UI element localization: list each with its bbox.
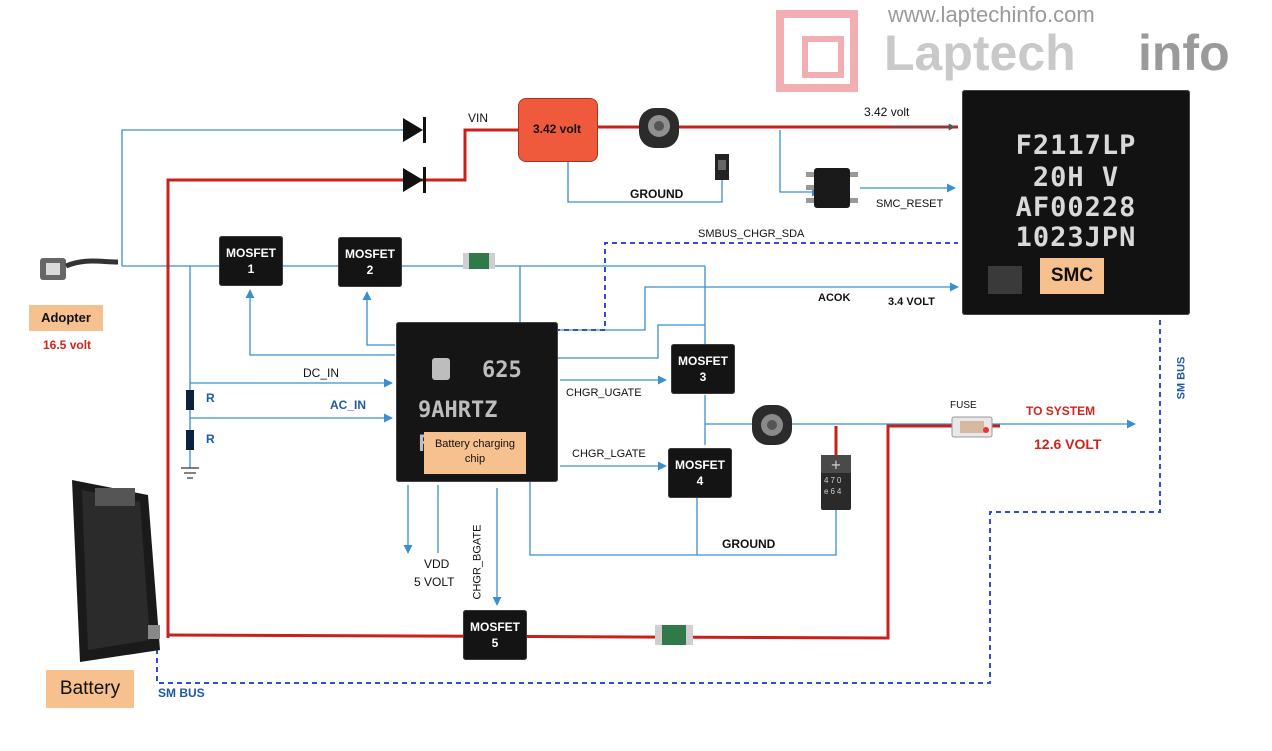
- battery-label: Battery: [46, 670, 134, 708]
- vdd-volt-label: 5 VOLT: [414, 575, 455, 589]
- to-system-label: TO SYSTEM: [1026, 404, 1096, 418]
- mosfet-number: 1: [247, 262, 255, 276]
- voltage-regulator: [518, 98, 598, 162]
- smc-dot-icon: [988, 266, 1022, 294]
- watermark-url: www.laptechinfo.com: [888, 2, 1095, 27]
- mosfet-1: MOSFET 1: [219, 236, 283, 286]
- mosfet-number: 5: [491, 636, 499, 650]
- smc-marking: 1023JPN: [1015, 222, 1137, 253]
- watermark-logo: [776, 10, 858, 92]
- smc-marking: F2117LP: [1015, 130, 1137, 161]
- mosfet-title: MOSFET: [678, 354, 728, 368]
- mosfet-title: MOSFET: [470, 620, 520, 634]
- ac-in-label: AC_IN: [330, 398, 367, 412]
- regulator-value: 3.42 volt: [532, 122, 582, 136]
- smbus-sda-label: SMBUS_CHGR_SDA: [698, 228, 805, 240]
- diode-icon: [403, 167, 426, 193]
- watermark-brand-a: Laptech: [884, 25, 1076, 81]
- mosfet-number: 4: [696, 474, 704, 488]
- capacitor-marking: e64: [824, 487, 844, 496]
- smc-marking: AF00228: [1015, 192, 1137, 223]
- sm-bus-right-label: SM BUS: [1175, 356, 1188, 400]
- r2-label: R: [206, 432, 215, 446]
- vdd-label: VDD: [424, 557, 450, 571]
- adapter-label: Adopter: [29, 305, 103, 331]
- dc-in-label: DC_IN: [303, 366, 340, 380]
- smc-supply-label: 3.42 volt: [864, 105, 910, 119]
- smc-reset-label: SMC_RESET: [876, 198, 944, 210]
- svg-text:+: +: [831, 458, 842, 473]
- chip-marking: 625: [482, 358, 522, 383]
- fuse-icon: [951, 416, 993, 438]
- mosfet-number: 2: [366, 263, 374, 277]
- ground-label-bottom: GROUND: [722, 537, 776, 551]
- sm-bus-lines: [156, 242, 1161, 684]
- ground-label-top: GROUND: [630, 187, 684, 201]
- capacitor-icon: +: [821, 455, 851, 510]
- adapter-voltage: 16.5 volt: [43, 338, 92, 352]
- bgate-label: CHGR_BGATE: [471, 524, 484, 600]
- mosfet-title: MOSFET: [345, 247, 395, 261]
- sm-bus-bottom-label: SM BUS: [158, 686, 205, 700]
- capacitor-marking: 470: [824, 476, 844, 485]
- adapter-connector-icon: [40, 258, 119, 280]
- mosfet-number: 3: [699, 370, 707, 384]
- chip-logo-icon: [432, 358, 450, 380]
- chip-marking: 9AHRTZ: [418, 398, 498, 423]
- acok-volt-label: 3.4 VOLT: [888, 296, 935, 308]
- mosfet-5: MOSFET 5: [463, 610, 527, 660]
- mosfet-4: MOSFET 4: [668, 448, 732, 498]
- transistor-icon: [715, 154, 729, 180]
- smc-marking: 20H V: [1032, 162, 1120, 193]
- mosfet-2: MOSFET 2: [338, 237, 402, 287]
- fuse-label: FUSE: [950, 400, 977, 411]
- watermark-brand-b: info: [1138, 25, 1230, 81]
- battery-pack-icon: [72, 480, 160, 662]
- vin-label: VIN: [468, 111, 489, 125]
- lgate-label: CHGR_LGATE: [572, 448, 646, 460]
- mosfet-3: MOSFET 3: [671, 344, 735, 394]
- mosfet-title: MOSFET: [675, 458, 725, 472]
- system-volt-label: 12.6 VOLT: [1034, 436, 1102, 452]
- mosfet-title: MOSFET: [226, 246, 276, 260]
- smc-label: SMC: [1040, 258, 1104, 294]
- charging-chip-label: Battery charging chip: [424, 432, 526, 474]
- reset-ic-icon: [806, 168, 858, 208]
- smd-resistor-icon: [463, 253, 495, 269]
- inductor-icon: [639, 108, 679, 148]
- resistor-icon: [186, 390, 194, 410]
- resistor-icon: [186, 430, 194, 450]
- charging-chip: 625 9AHRTZ F Battery charging chip: [396, 322, 558, 482]
- smd-resistor-icon: [655, 625, 693, 645]
- r1-label: R: [206, 391, 215, 405]
- ground-symbol: [181, 467, 199, 479]
- smc-chip: F2117LP 20H V AF00228 1023JPN SMC: [962, 90, 1190, 315]
- ugate-label: CHGR_UGATE: [566, 387, 642, 399]
- acok-label: ACOK: [818, 292, 851, 304]
- inductor-icon: [752, 405, 792, 445]
- diode-icon: [403, 117, 426, 143]
